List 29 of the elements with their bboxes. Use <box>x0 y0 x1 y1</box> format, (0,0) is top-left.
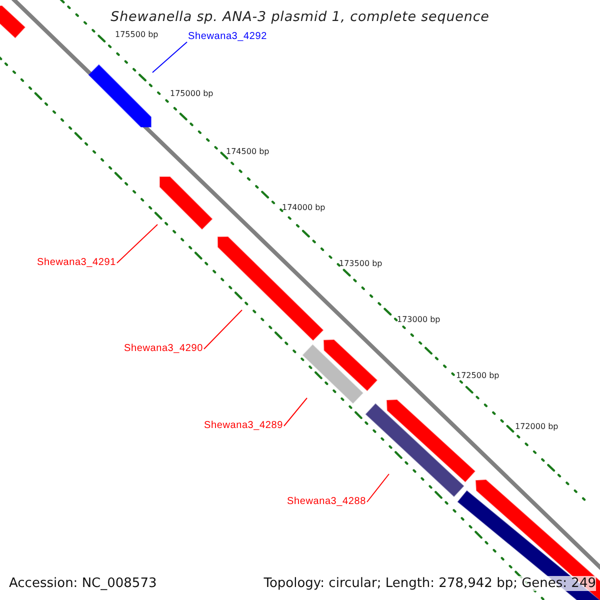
position-label: 174000 bp <box>282 203 326 212</box>
position-label: 172500 bp <box>456 371 500 380</box>
gene-label: Shewana3_4289 <box>204 420 283 432</box>
leader-line <box>116 224 158 264</box>
leader-line <box>152 42 188 73</box>
leader-line <box>366 474 390 502</box>
position-label: 173000 bp <box>397 315 440 324</box>
position-label: 173500 bp <box>339 259 382 268</box>
map-title: Shewanella sp. ANA-3 plasmid 1, complete sequence <box>110 9 490 25</box>
gene-feature <box>303 344 363 404</box>
position-label: 175500 bp <box>115 30 158 39</box>
gene-feature <box>0 6 25 38</box>
gene-label: Shewana3_4290 <box>124 343 203 355</box>
gene-label: Shewana3_4288 <box>287 496 366 508</box>
gene-label: Shewana3_4292 <box>188 31 267 43</box>
position-label: 172000 bp <box>515 422 558 431</box>
gene-feature <box>89 65 151 127</box>
sequence-info: Topology: circular; Length: 278,942 bp; Genes: 249 <box>264 576 596 591</box>
position-label: 174500 bp <box>226 147 270 156</box>
sequence-info: Accession: NC_008573 <box>9 576 157 591</box>
gene-feature <box>160 177 212 229</box>
leader-line <box>204 310 242 350</box>
position-label: 175000 bp <box>170 89 214 98</box>
gene-feature <box>366 404 464 496</box>
gene-feature <box>387 400 475 482</box>
leader-line <box>284 398 308 426</box>
gene-label: Shewana3_4291 <box>37 257 116 269</box>
gene-feature <box>324 340 377 390</box>
gene-feature <box>218 236 323 340</box>
